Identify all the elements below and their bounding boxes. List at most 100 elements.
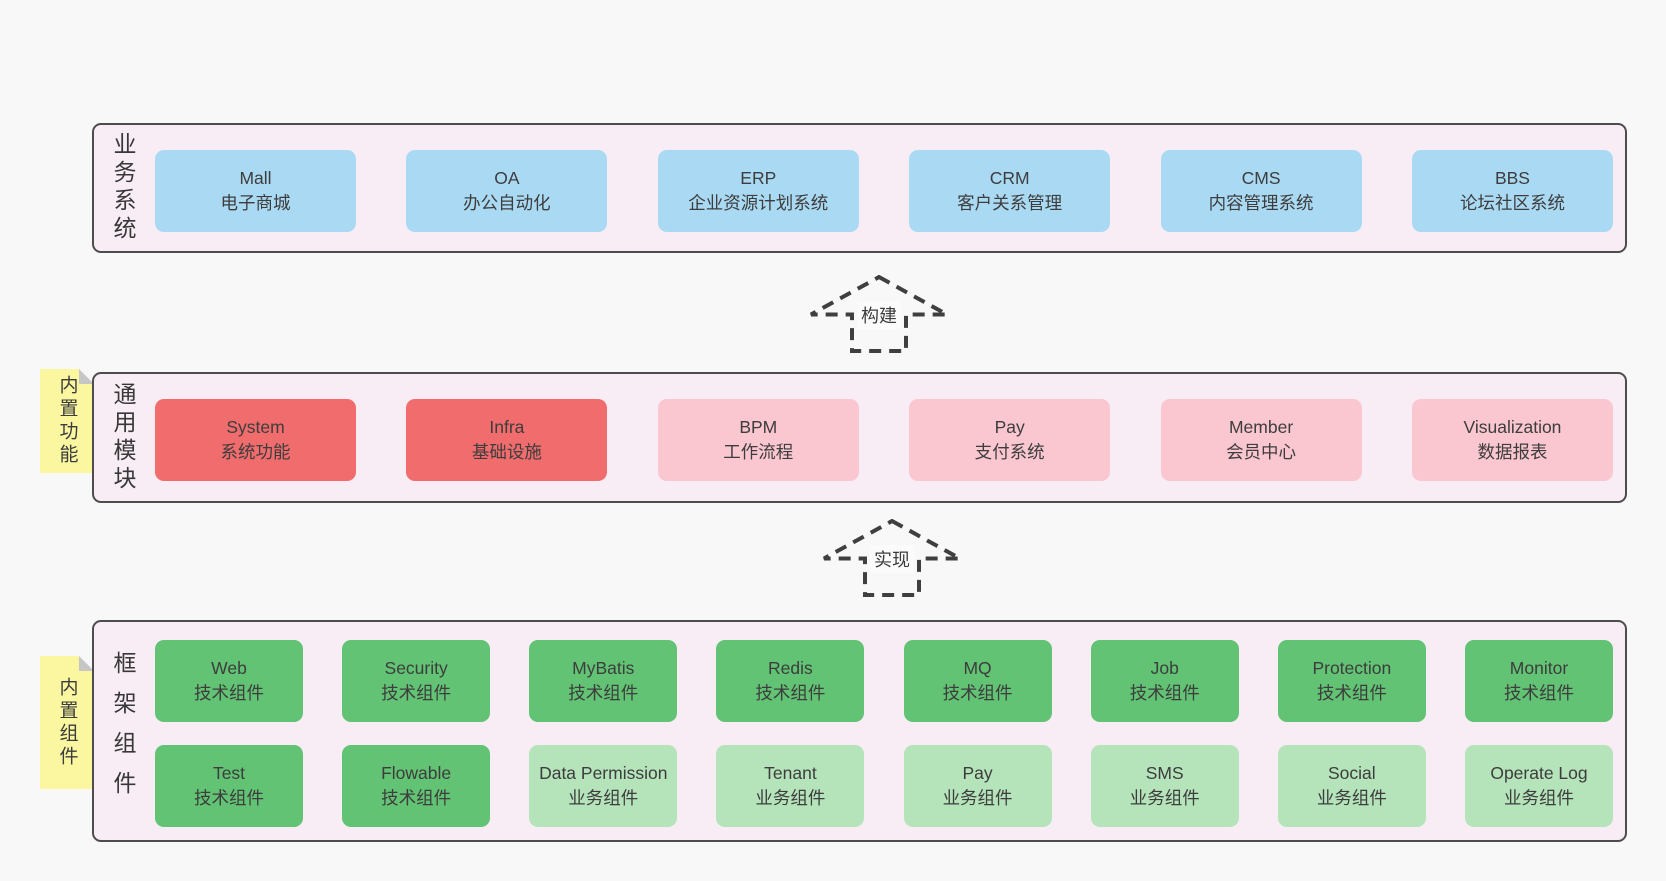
box-subtitle: 数据报表	[1477, 442, 1548, 462]
note-fold-corner	[79, 369, 94, 384]
box-subtitle: 技术组件	[755, 683, 826, 703]
box-web: Web 技术组件	[155, 640, 303, 722]
box-subtitle: 支付系统	[974, 442, 1045, 462]
box-crm: CRM 客户关系管理	[909, 150, 1111, 232]
framework-box-row-1: Web 技术组件 Security 技术组件 MyBatis 技术组件 Redi…	[155, 640, 1613, 722]
box-subtitle: 业务组件	[755, 788, 826, 808]
box-mq: MQ 技术组件	[903, 640, 1052, 722]
arrow-implement: 实现	[822, 519, 962, 597]
box-title: Security	[384, 658, 448, 678]
box-protection: Protection 技术组件	[1277, 640, 1426, 722]
box-title: Flowable	[381, 763, 452, 783]
box-subtitle: 业务组件	[1503, 788, 1574, 808]
box-infra: Infra 基础设施	[406, 399, 608, 481]
box-bbs: BBS 论坛社区系统	[1411, 150, 1613, 232]
box-title: MyBatis	[572, 658, 635, 678]
box-subtitle: 系统功能	[220, 442, 291, 462]
arrow-label: 构建	[857, 301, 901, 329]
box-title: ERP	[740, 168, 777, 188]
box-title: Social	[1328, 763, 1376, 783]
box-title: Test	[212, 763, 246, 783]
box-subtitle: 企业资源计划系统	[688, 193, 829, 213]
box-social: Social 业务组件	[1277, 745, 1426, 827]
arrow-build: 构建	[809, 275, 949, 353]
box-subtitle: 技术组件	[1316, 683, 1387, 703]
box-title: MQ	[963, 658, 992, 678]
box-mall: Mall 电子商城	[155, 150, 356, 232]
box-data-permission: Data Permission 业务组件	[529, 745, 678, 827]
box-title: Tenant	[764, 763, 817, 783]
box-subtitle: 技术组件	[942, 683, 1013, 703]
panel-common-modules: 通用模块 System 系统功能 Infra 基础设施 BPM 工作流程 Pay…	[92, 372, 1627, 503]
box-subtitle: 技术组件	[194, 788, 264, 808]
box-subtitle: 技术组件	[1503, 683, 1574, 703]
box-subtitle: 业务组件	[1129, 788, 1200, 808]
panel-label-text: 业务系统	[110, 132, 136, 244]
box-subtitle: 技术组件	[568, 683, 639, 703]
box-subtitle: 业务组件	[942, 788, 1013, 808]
panel-framework-components: 框架组件 Web 技术组件 Security 技术组件 MyBatis 技术组件…	[92, 620, 1627, 842]
box-title: Protection	[1312, 658, 1392, 678]
box-subtitle: 技术组件	[381, 788, 452, 808]
box-title: BBS	[1494, 168, 1530, 188]
box-monitor: Monitor 技术组件	[1464, 640, 1613, 722]
box-sms: SMS 业务组件	[1090, 745, 1239, 827]
box-subtitle: 技术组件	[194, 683, 264, 703]
box-subtitle: 客户关系管理	[957, 193, 1063, 213]
box-member: Member 会员中心	[1160, 399, 1362, 481]
box-job: Job 技术组件	[1090, 640, 1239, 722]
note-label: 内置功能	[56, 375, 78, 467]
box-subtitle: 会员中心	[1226, 442, 1297, 462]
box-title: BPM	[739, 417, 778, 437]
box-mybatis: MyBatis 技术组件	[529, 640, 678, 722]
box-title: Infra	[489, 417, 525, 437]
box-flowable: Flowable 技术组件	[342, 745, 491, 827]
note-label: 内置组件	[56, 676, 78, 769]
panel-label-text: 框架组件	[110, 651, 136, 811]
box-title: Web	[211, 658, 247, 678]
box-subtitle: 办公自动化	[463, 193, 551, 213]
box-test: Test 技术组件	[155, 745, 303, 827]
panel-vertical-label: 框架组件	[104, 622, 142, 840]
sticky-note-builtin-components: 内置组件	[40, 656, 94, 789]
arrow-label: 实现	[870, 545, 914, 573]
box-title: CMS	[1241, 168, 1281, 188]
box-erp: ERP 企业资源计划系统	[657, 150, 859, 232]
box-pay: Pay 支付系统	[909, 399, 1111, 481]
box-subtitle: 技术组件	[1129, 683, 1200, 703]
dashed-up-arrow-icon	[823, 519, 961, 597]
box-title: Pay	[994, 417, 1025, 437]
box-operate-log: Operate Log 业务组件	[1464, 745, 1613, 827]
box-title: Data Permission	[539, 763, 668, 783]
box-redis: Redis 技术组件	[716, 640, 865, 722]
box-title: Mall	[239, 168, 272, 188]
box-subtitle: 工作流程	[723, 442, 794, 462]
sticky-note-builtin-features: 内置功能	[40, 369, 94, 473]
modules-box-row: System 系统功能 Infra 基础设施 BPM 工作流程 Pay 支付系统…	[155, 399, 1613, 481]
box-title: CRM	[989, 168, 1030, 188]
box-title: Job	[1150, 658, 1179, 678]
box-cms: CMS 内容管理系统	[1160, 150, 1362, 232]
box-title: System	[226, 417, 285, 437]
box-subtitle: 业务组件	[1316, 788, 1387, 808]
box-title: SMS	[1145, 763, 1184, 783]
box-title: OA	[494, 168, 520, 188]
box-subtitle: 基础设施	[471, 442, 542, 462]
box-oa: OA 办公自动化	[406, 150, 608, 232]
framework-box-row-2: Test 技术组件 Flowable 技术组件 Data Permission …	[155, 745, 1613, 827]
box-title: Monitor	[1509, 658, 1569, 678]
box-security: Security 技术组件	[342, 640, 491, 722]
note-fold-corner	[79, 656, 94, 671]
box-subtitle: 内容管理系统	[1208, 193, 1314, 213]
panel-vertical-label: 业务系统	[104, 125, 142, 251]
box-pay-business: Pay 业务组件	[903, 745, 1052, 827]
box-visualization: Visualization 数据报表	[1411, 399, 1613, 481]
box-title: Visualization	[1463, 417, 1562, 437]
box-subtitle: 论坛社区系统	[1459, 193, 1565, 213]
box-system: System 系统功能	[155, 399, 356, 481]
panel-vertical-label: 通用模块	[104, 374, 142, 501]
panel-business-systems: 业务系统 Mall 电子商城 OA 办公自动化 ERP 企业资源计划系统 CRM…	[92, 123, 1627, 253]
box-title: Pay	[962, 763, 993, 783]
box-title: Redis	[768, 658, 813, 678]
